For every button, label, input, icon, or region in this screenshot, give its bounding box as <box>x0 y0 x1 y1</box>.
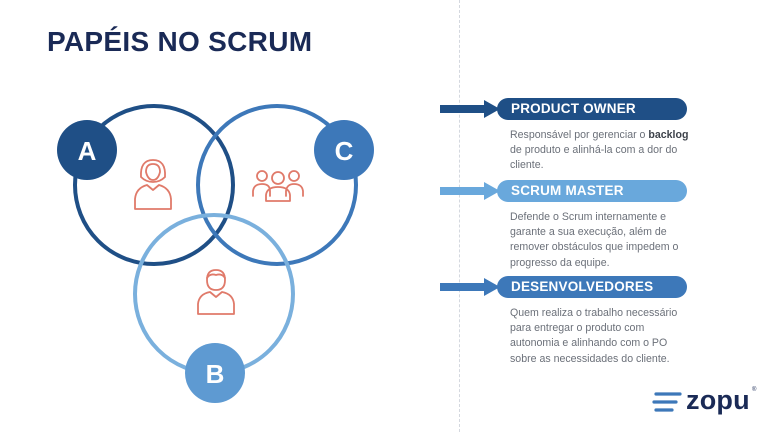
role-title: DESENVOLVEDORES <box>497 276 687 298</box>
zopu-logo: zopu ® <box>652 385 762 415</box>
badge-b-label: B <box>206 359 225 389</box>
badge-c: C <box>314 120 374 180</box>
badge-a-label: A <box>78 136 97 166</box>
arrow-right-icon <box>440 100 500 118</box>
arrow-right-icon <box>440 182 500 200</box>
arrow-right-icon <box>440 278 500 296</box>
venn-diagram: A C B <box>57 104 374 403</box>
person-male-icon <box>197 269 235 315</box>
role-description: Quem realiza o trabalho necessário para … <box>510 307 678 365</box>
circle-a <box>73 104 235 266</box>
badge-b: B <box>185 343 245 403</box>
circle-c <box>196 104 358 266</box>
group-icon <box>252 170 304 202</box>
page-title: PAPÉIS NO SCRUM <box>47 26 313 57</box>
badge-a: A <box>57 120 117 180</box>
role-product-owner: PRODUCT OWNER Responsável por gerenciar … <box>440 98 740 174</box>
role-description: Responsável por gerenciar o backlog de p… <box>510 129 689 172</box>
role-title: SCRUM MASTER <box>497 180 687 202</box>
role-desenvolvedores: DESENVOLVEDORES Quem realiza o trabalho … <box>440 276 740 367</box>
logo-mark-icon <box>652 392 682 412</box>
role-title: PRODUCT OWNER <box>497 98 687 120</box>
badge-c-label: C <box>335 136 354 166</box>
registered-mark: ® <box>752 387 757 393</box>
role-scrum-master: SCRUM MASTER Defende o Scrum internament… <box>440 180 740 271</box>
role-description: Defende o Scrum internamente e garante a… <box>510 211 679 269</box>
logo-text: zopu <box>686 385 750 415</box>
vertical-divider <box>459 0 460 432</box>
person-female-icon <box>134 159 172 210</box>
